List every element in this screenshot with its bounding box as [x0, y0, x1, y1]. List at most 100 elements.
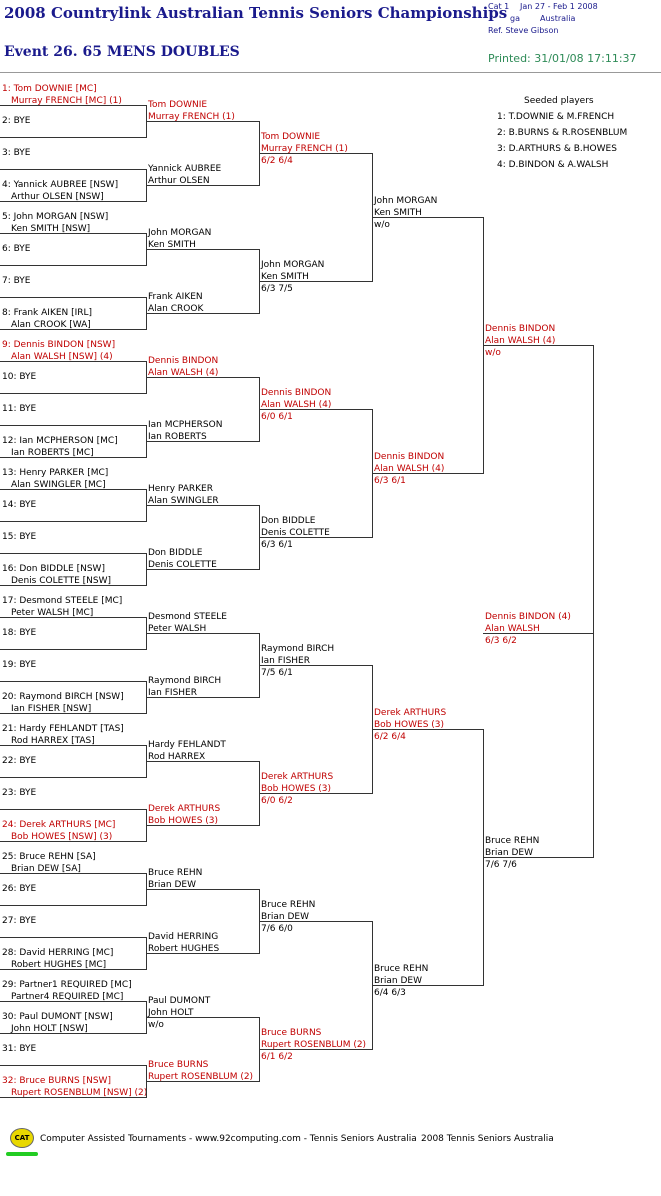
entry-name: 23: BYE — [2, 788, 37, 798]
bracket-line — [0, 169, 146, 170]
bracket-line — [0, 809, 146, 810]
entry-name: 16: Don BIDDLE [NSW] — [2, 564, 105, 574]
bracket-line — [0, 841, 146, 842]
bracket-line — [483, 345, 593, 346]
entry-name: 30: Paul DUMONT [NSW] — [2, 1012, 113, 1022]
bracket-line — [0, 553, 146, 554]
bracket-line — [0, 1097, 146, 1098]
match-score: w/o — [148, 1020, 164, 1030]
bracket-line — [0, 649, 146, 650]
bracket-line — [146, 441, 259, 442]
match-score: 6/2 6/4 — [374, 732, 406, 742]
bracket-line — [0, 105, 146, 106]
match-score: 7/6 7/6 — [485, 860, 517, 870]
entry-name: 25: Bruce REHN [SA] — [2, 852, 96, 862]
entry-name: 15: BYE — [2, 532, 37, 542]
bracket-line — [0, 361, 146, 362]
bracket-line — [0, 201, 146, 202]
entry-partner: Bob HOWES (3) — [261, 784, 332, 794]
entry-name: 32: Bruce BURNS [NSW] — [2, 1076, 111, 1086]
entry-name: Desmond STEELE — [148, 612, 227, 622]
entry-name: 17: Desmond STEELE [MC] — [2, 596, 123, 606]
entry-name: 29: Partner1 REQUIRED [MC] — [2, 980, 132, 990]
bracket-line — [0, 329, 146, 330]
referee-label: Ref. Steve Gibson — [488, 26, 559, 35]
entry-name: David HERRING — [148, 932, 219, 942]
entry-name: John MORGAN — [261, 260, 325, 270]
entry-name: Bruce BURNS — [261, 1028, 322, 1038]
entry-partner: Ian FISHER — [261, 656, 310, 666]
match-score: 6/3 7/5 — [261, 284, 293, 294]
bracket-line — [259, 153, 372, 154]
entry-partner: Alan CROOK — [148, 304, 204, 314]
seeded-players-title: Seeded players — [524, 96, 594, 106]
entry-partner: John HOLT — [148, 1008, 194, 1018]
bracket-line — [0, 521, 146, 522]
entry-name: Don BIDDLE — [261, 516, 316, 526]
entry-partner: Rod HARREX [TAS] — [11, 736, 95, 746]
bracket-line — [146, 377, 259, 378]
entry-name: 5: John MORGAN [NSW] — [2, 212, 109, 222]
entry-name: 24: Derek ARTHURS [MC] — [2, 820, 116, 830]
entry-partner: Rod HARREX — [148, 752, 206, 762]
match-score: w/o — [485, 348, 501, 358]
entry-partner: Alan SWINGLER — [148, 496, 219, 506]
bracket-line — [0, 713, 146, 714]
entry-partner: Partner4 REQUIRED [MC] — [11, 992, 124, 1002]
entry-name: Dennis BINDON — [148, 356, 219, 366]
entry-partner: Peter WALSH [MC] — [11, 608, 94, 618]
entry-name: Henry PARKER — [148, 484, 213, 494]
entry-partner: Ian FISHER — [148, 688, 197, 698]
entry-name: Hardy FEHLANDT — [148, 740, 226, 750]
entry-partner: Alan WALSH — [485, 624, 540, 634]
entry-name: Tom DOWNIE — [261, 132, 321, 142]
bracket-line — [0, 489, 146, 490]
bracket-line — [483, 857, 593, 858]
entry-name: Bruce REHN — [374, 964, 429, 974]
bracket-line — [146, 569, 259, 570]
entry-partner: Alan WALSH (4) — [374, 464, 445, 474]
entry-partner: Alan SWINGLER [MC] — [11, 480, 106, 490]
bracket-line — [259, 665, 372, 666]
entry-name: 4: Yannick AUBREE [NSW] — [2, 180, 119, 190]
entry-partner: Brian DEW — [148, 880, 196, 890]
entry-name: Paul DUMONT — [148, 996, 211, 1006]
bracket-line — [146, 1017, 259, 1018]
entry-name: 6: BYE — [2, 244, 31, 254]
entry-partner: Alan CROOK [WA] — [11, 320, 91, 330]
date-range: Jan 27 - Feb 1 2008 — [520, 2, 598, 11]
cat-logo-icon: CAT — [10, 1128, 34, 1148]
bracket-line — [483, 633, 593, 634]
bracket-line — [372, 985, 483, 986]
bracket-line — [259, 537, 372, 538]
bracket-line — [0, 1033, 146, 1034]
entry-name: 19: BYE — [2, 660, 37, 670]
entry-partner: Alan WALSH (4) — [485, 336, 556, 346]
entry-partner: Bob HOWES [NSW] (3) — [11, 832, 113, 842]
entry-name: John MORGAN — [374, 196, 438, 206]
bracket-line — [146, 1081, 259, 1082]
entry-name: Raymond BIRCH — [148, 676, 222, 686]
entry-name: 11: BYE — [2, 404, 37, 414]
bracket-line — [259, 1049, 372, 1050]
entry-name: 27: BYE — [2, 916, 37, 926]
entry-partner: Peter WALSH — [148, 624, 207, 634]
match-score: 7/6 6/0 — [261, 924, 293, 934]
bracket-line — [146, 761, 259, 762]
header-divider — [0, 72, 661, 73]
category-label: Cat 1 — [488, 2, 510, 11]
entry-partner: Denis COLETTE — [261, 528, 330, 538]
entry-partner: Brian DEW — [261, 912, 309, 922]
bracket-line — [146, 249, 259, 250]
bracket-connector — [593, 345, 594, 858]
entry-name: 28: David HERRING [MC] — [2, 948, 114, 958]
entry-partner: Alan WALSH (4) — [261, 400, 332, 410]
bracket-line — [0, 585, 146, 586]
entry-partner: Robert HUGHES — [148, 944, 220, 954]
venue-label: ga — [510, 14, 520, 23]
entry-name: Don BIDDLE — [148, 548, 203, 558]
footer-credits: Computer Assisted Tournaments - www.92co… — [40, 1134, 417, 1144]
entry-name: Yannick AUBREE — [148, 164, 222, 174]
match-score: w/o — [374, 220, 390, 230]
printed-timestamp: Printed: 31/01/08 17:11:37 — [488, 52, 637, 65]
